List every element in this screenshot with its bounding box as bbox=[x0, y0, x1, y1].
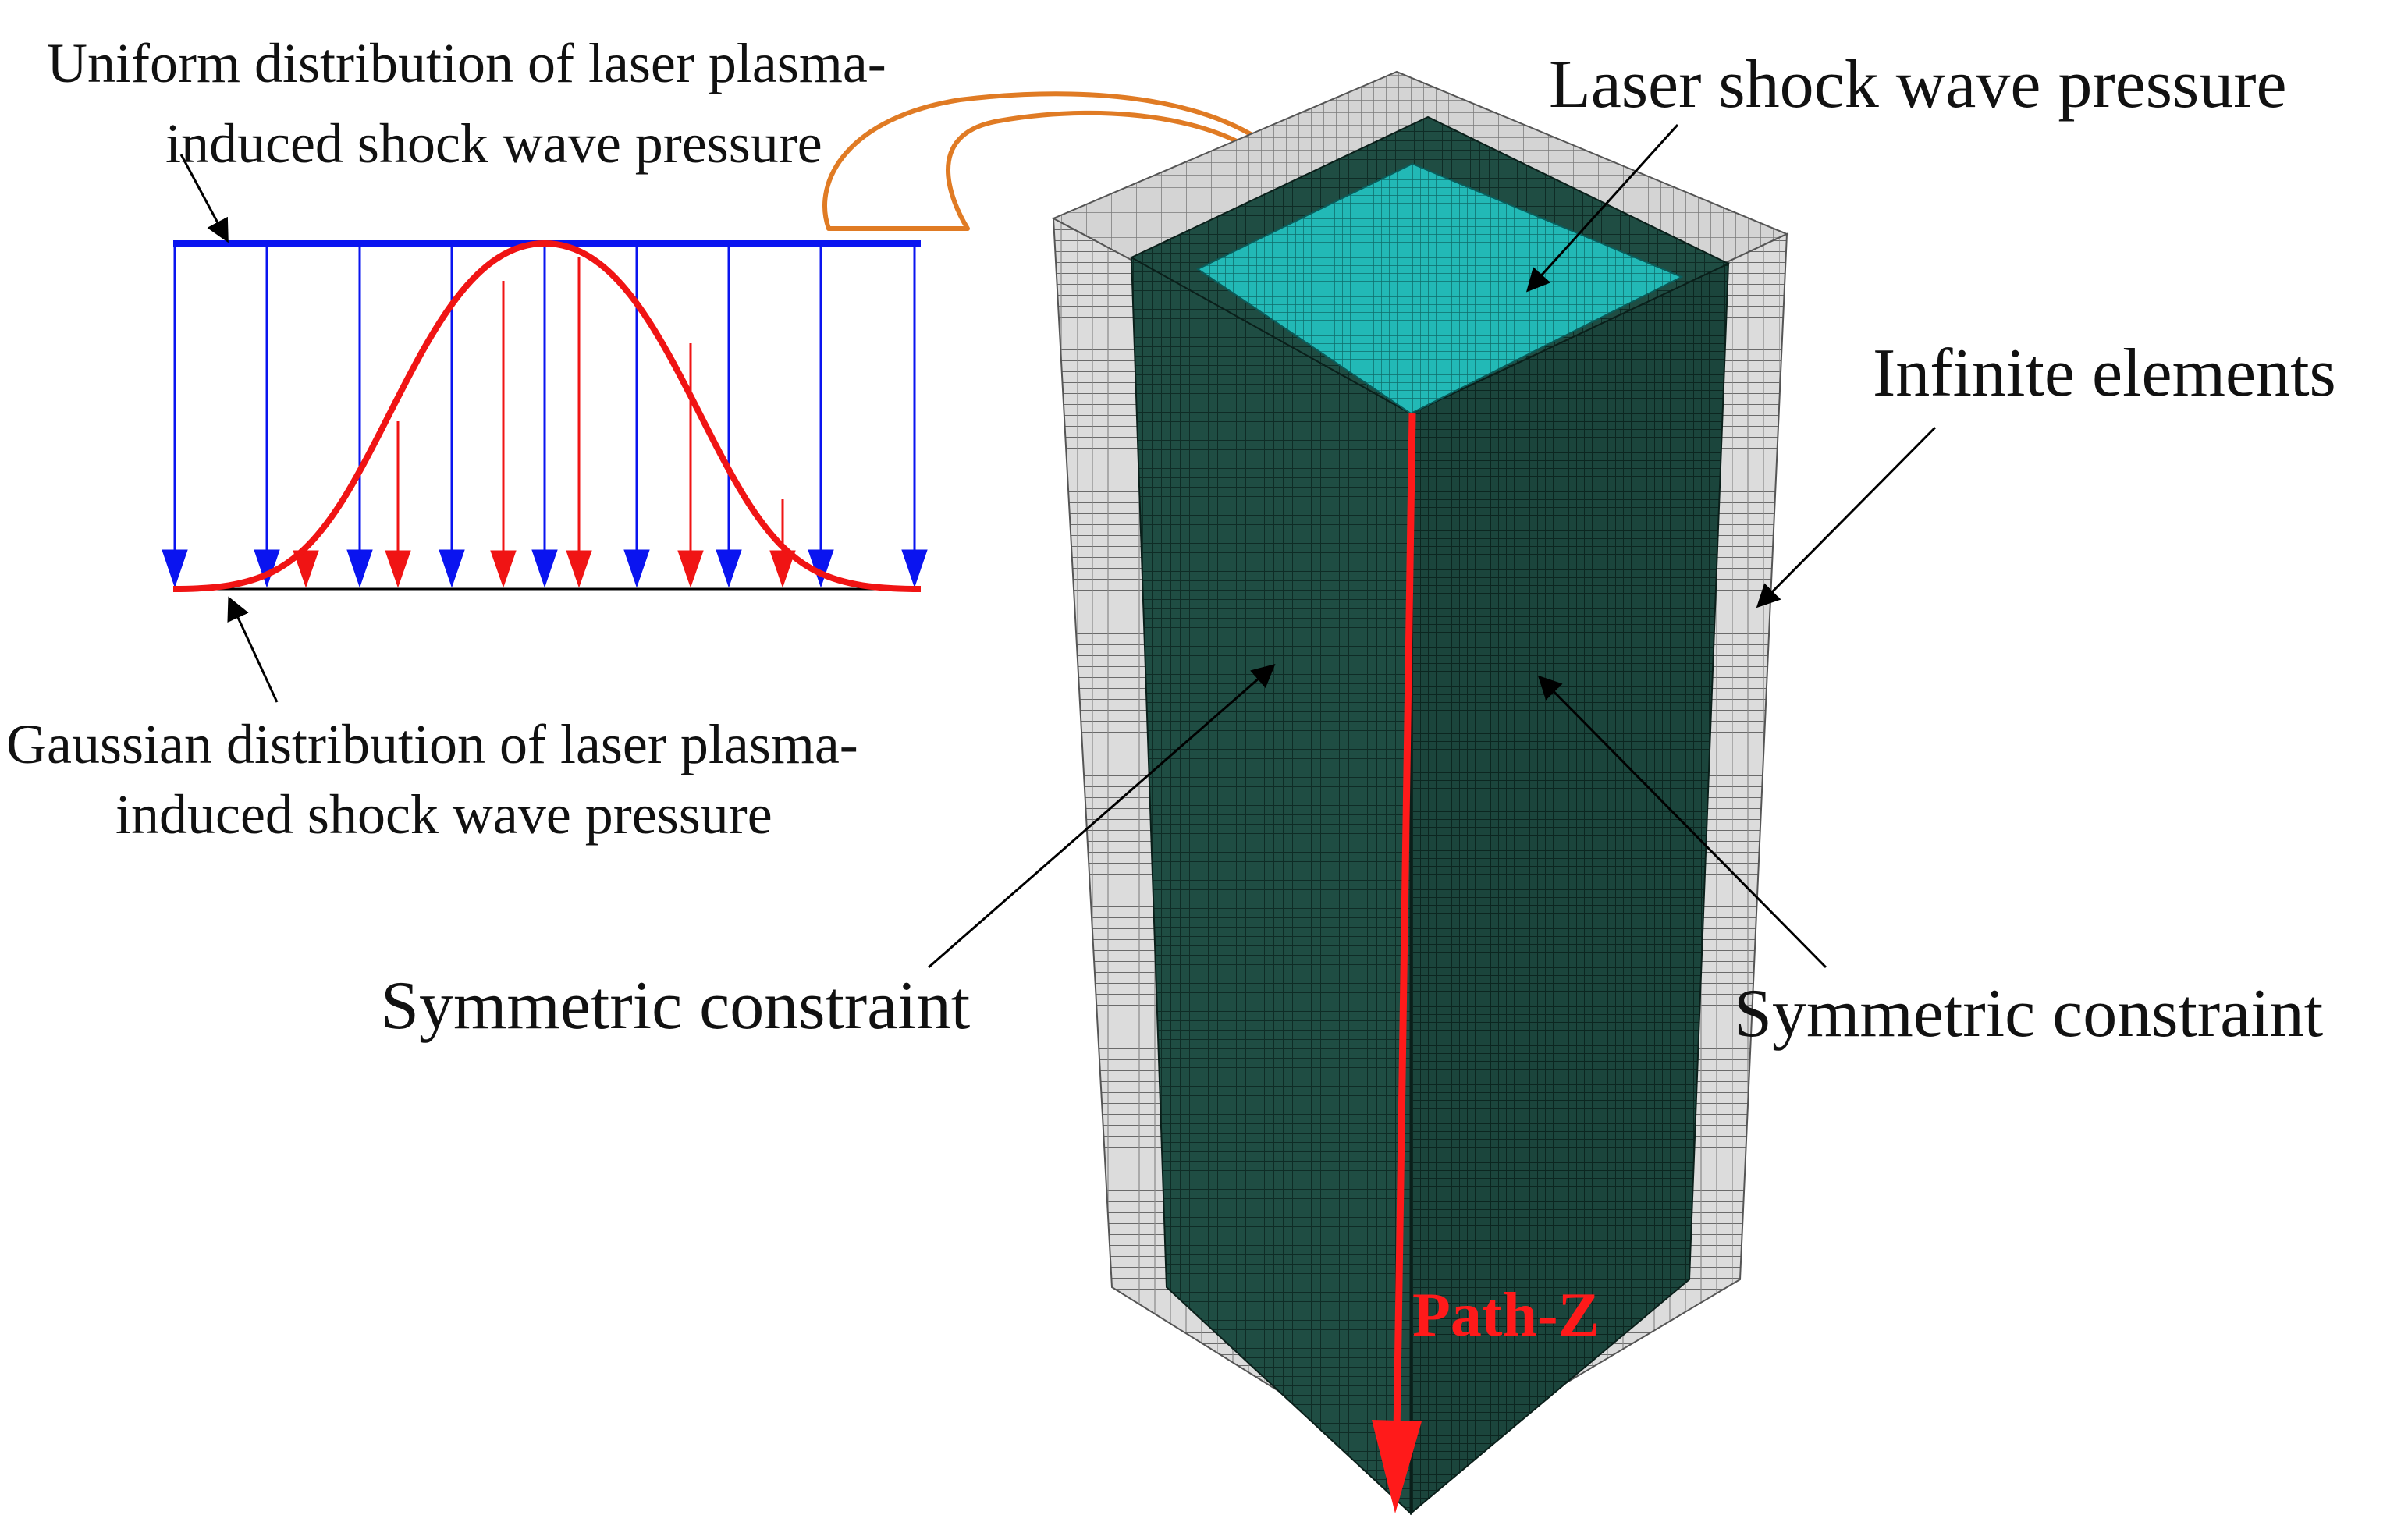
symmetric-right-pointer bbox=[1537, 675, 1827, 969]
gaussian-label-line2: induced shock wave pressure bbox=[115, 783, 772, 846]
infinite-elements-label: Infinite elements bbox=[1873, 335, 2336, 411]
laser-pressure-label: Laser shock wave pressure bbox=[1549, 47, 2287, 122]
gaussian-label-line1: Gaussian distribution of laser plasma- bbox=[6, 713, 858, 775]
uniform-arrow bbox=[531, 243, 558, 588]
uniform-arrow bbox=[716, 243, 742, 588]
uniform-label-pointer bbox=[179, 154, 229, 243]
uniform-label-line1: Uniform distribution of laser plasma- bbox=[47, 32, 886, 94]
uniform-arrow bbox=[623, 243, 650, 588]
gaussian-arrow bbox=[490, 281, 517, 588]
gaussian-arrow bbox=[566, 257, 592, 588]
symmetric-left-pointer bbox=[928, 664, 1276, 969]
path-z-label: Path-Z bbox=[1412, 1281, 1600, 1350]
uniform-arrow bbox=[254, 243, 280, 588]
gaussian-pressure-curve bbox=[172, 239, 922, 592]
uniform-arrow bbox=[162, 243, 188, 588]
infinite-elements-pointer bbox=[1756, 426, 1937, 608]
gaussian-label-pointer bbox=[227, 596, 279, 703]
gaussian-arrow bbox=[677, 343, 704, 588]
path-z-arrow bbox=[1372, 413, 1422, 1513]
symmetric-left-label: Symmetric constraint bbox=[381, 968, 970, 1044]
gaussian-pressure-arrows bbox=[293, 257, 796, 588]
gaussian-arrow bbox=[385, 421, 411, 588]
laser-pressure-pointer bbox=[1525, 123, 1679, 293]
uniform-arrow bbox=[346, 243, 373, 588]
symmetric-right-label: Symmetric constraint bbox=[1734, 976, 2323, 1052]
laser-loaded-top-surface bbox=[1196, 162, 1684, 415]
mesh-model: Path-Z bbox=[1051, 70, 1789, 1516]
uniform-arrow bbox=[439, 243, 465, 588]
uniform-arrow bbox=[808, 243, 834, 588]
pressure-distribution-diagram: Uniform distribution of laser plasma- in… bbox=[6, 32, 928, 846]
uniform-pressure-arrows bbox=[162, 243, 928, 588]
uniform-arrow bbox=[901, 243, 928, 588]
uniform-label-line2: induced shock wave pressure bbox=[165, 112, 822, 175]
